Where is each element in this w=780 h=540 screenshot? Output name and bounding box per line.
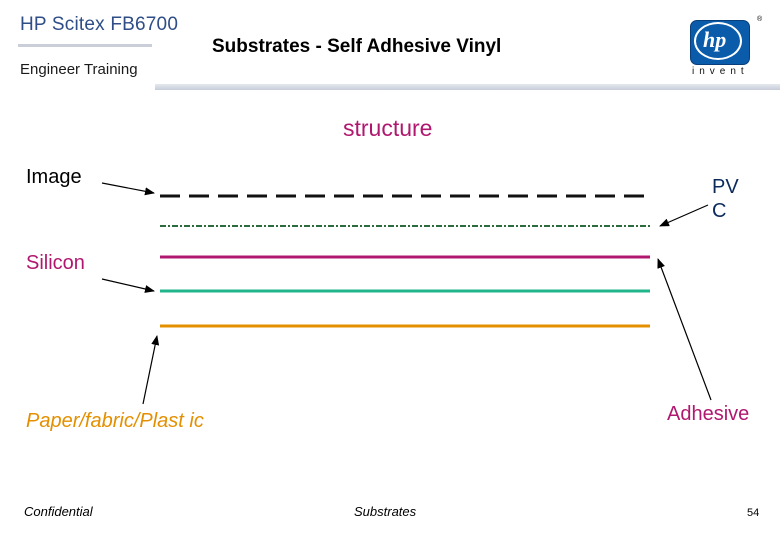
footer-confidential: Confidential	[24, 504, 93, 519]
brand-title: HP Scitex FB6700	[20, 14, 179, 35]
paper-pointer-arrow	[142, 335, 160, 405]
image-label: Image	[26, 166, 82, 188]
page-number: 54	[747, 507, 760, 519]
header-divider	[155, 84, 780, 90]
adhesive-pointer-arrow	[657, 258, 712, 401]
slide-title: Substrates - Self Adhesive Vinyl	[212, 36, 502, 57]
pvc-pointer-arrow	[659, 204, 709, 227]
image-pointer-arrow	[101, 182, 155, 196]
pvc-label-line1: PV	[712, 176, 739, 198]
silicon-pointer-arrow	[101, 278, 155, 293]
header-subtitle: Engineer Training	[20, 61, 138, 78]
pvc-label: PV C	[712, 175, 752, 223]
footer-topic: Substrates	[354, 504, 417, 519]
hp-logo-text: hp	[703, 27, 727, 52]
section-heading: structure	[343, 115, 433, 141]
brand-divider	[18, 44, 152, 47]
paper-label: Paper/fabric/Plast ic	[26, 410, 204, 432]
adhesive-label: Adhesive	[667, 403, 750, 425]
hp-logo-ring	[694, 22, 742, 60]
registered-mark: ®	[757, 16, 763, 23]
silicon-label: Silicon	[26, 252, 85, 274]
hp-logo-tagline: invent	[692, 66, 749, 77]
pvc-label-line2: C	[712, 200, 727, 222]
